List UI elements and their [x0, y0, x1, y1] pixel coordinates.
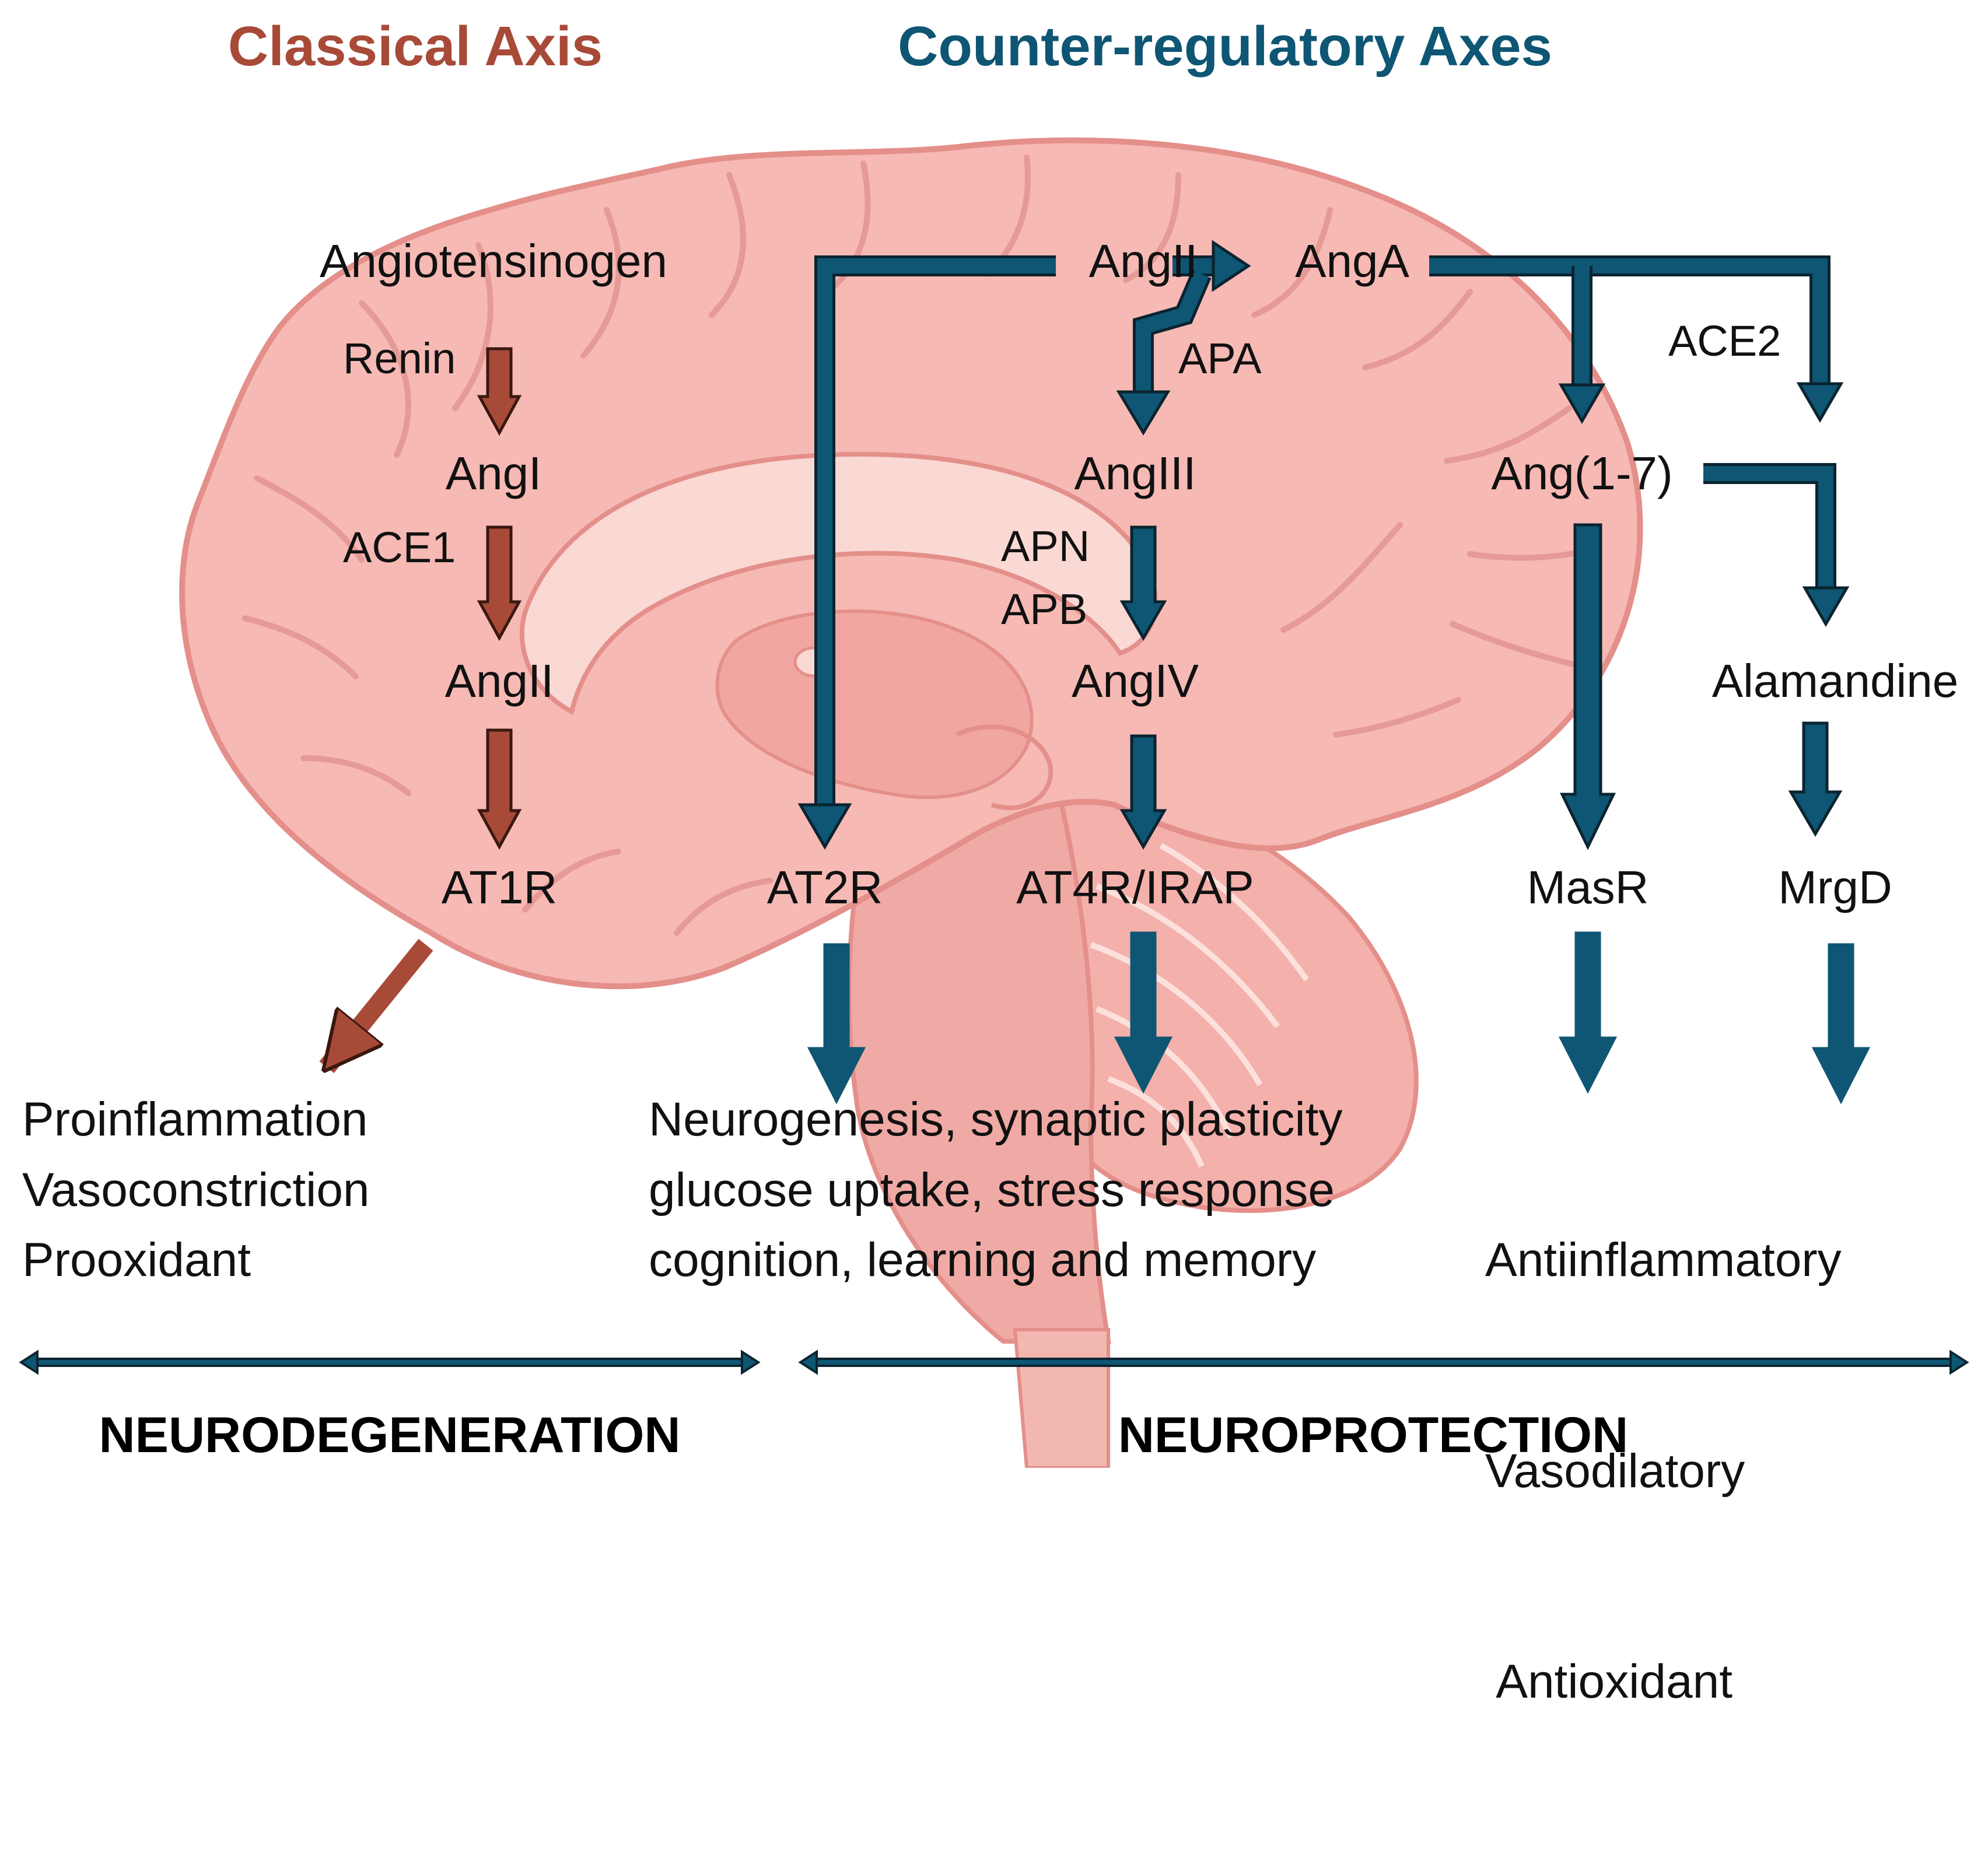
label-neurodegeneration: NEURODEGENERATION: [99, 1407, 681, 1463]
arrow-angi-to-angii: [477, 525, 522, 641]
effects-central: Neurogenesis, synaptic plasticity glucos…: [649, 1085, 1343, 1296]
node-angi: AngI: [445, 447, 542, 499]
arrow-angii-to-angiii-shaft: [1136, 271, 1209, 392]
enzyme-ace2: ACE2: [1668, 317, 1782, 365]
double-headed-arrow-icon-neurodegeneration-right-head: [741, 1349, 761, 1375]
node-masr: MasR: [1527, 861, 1649, 913]
arrow-masr-to-effects: [1558, 931, 1618, 1094]
arrow-at1r-to-effects: [319, 938, 433, 1067]
arrow-angii-to-angiii-head: [1116, 390, 1171, 436]
arrow-angiv-to-at4r: [1119, 734, 1167, 850]
arrow-at4r-to-effects: [1114, 931, 1173, 1094]
arrow-angiii-to-angiv: [1119, 525, 1167, 641]
arrow-at2r-to-effects: [807, 943, 866, 1105]
node-at1r: AT1R: [441, 861, 558, 913]
node-angii-counter: AngII: [1088, 235, 1198, 287]
spinal-cord: [1013, 1328, 1110, 1468]
node-angiv: AngIV: [1072, 655, 1199, 707]
node-angii-classical: AngII: [444, 655, 554, 707]
double-headed-arrow-icon-neuroprotection-right-head: [1950, 1349, 1969, 1375]
arrow-anga-to-ace2-shaft: [1429, 258, 1828, 384]
midbrain: [956, 724, 1054, 811]
header-counter-regulatory-axes: Counter-regulatory Axes: [898, 15, 1552, 78]
node-mrgd: MrgD: [1778, 861, 1892, 913]
effect-item: glucose uptake, stress response: [649, 1163, 1335, 1217]
double-headed-arrow-icon-neuroprotection-left-head: [798, 1349, 818, 1375]
cerebrum: [179, 137, 1643, 990]
header-classical-axis: Classical Axis: [228, 15, 603, 78]
effects-classical: Proinflammation Vasoconstriction Prooxid…: [22, 1085, 370, 1296]
effect-item: Antiinflammatory: [1485, 1233, 1842, 1287]
double-headed-arrow-icon-neurodegeneration-left-head: [19, 1349, 38, 1375]
arrow-ang17-to-alamandine-outline: [1703, 463, 1836, 588]
arrow-angii-to-at2r-head: [797, 803, 852, 850]
effect-item: cognition, learning and memory: [649, 1233, 1317, 1287]
node-ang-1-7: Ang(1-7): [1491, 447, 1673, 499]
label-neuroprotection: NEUROPROTECTION: [1118, 1407, 1629, 1463]
arrow-anga-to-ace2-head: [1796, 382, 1844, 423]
arrow-alamandine-to-mrgd: [1788, 721, 1843, 837]
effect-item: Proinflammation: [22, 1093, 368, 1146]
corpus-callosum: [519, 451, 1158, 715]
effect-item: Neurogenesis, synaptic plasticity: [649, 1093, 1343, 1146]
node-at2r: AT2R: [766, 861, 883, 913]
node-alamandine: Alamandine: [1712, 655, 1959, 707]
arrow-angiotensinogen-to-angi: [477, 347, 522, 436]
effect-item: Antioxidant: [1485, 1655, 1732, 1709]
diagram-artwork: [19, 137, 1969, 1468]
node-angiotensinogen: Angiotensinogen: [319, 235, 668, 287]
node-anga: AngA: [1295, 235, 1409, 287]
enzyme-renin: Renin: [343, 334, 456, 383]
effects-right: Antiinflammatory Vasodilatory Antioxidan…: [1485, 1085, 1842, 1858]
arrow-angii-to-at1r: [477, 728, 522, 850]
brain-sagittal-icon: [179, 137, 1643, 1468]
arrow-ang17-to-alamandine-head: [1802, 586, 1850, 627]
node-angiii: AngIII: [1074, 447, 1196, 499]
arrow-angii-to-at2r-shaft: [817, 258, 1056, 805]
effect-item: Vasoconstriction: [22, 1163, 370, 1217]
arrow-mrgd-to-effects: [1811, 943, 1871, 1105]
enzyme-apb: APB: [1001, 585, 1088, 633]
arrow-anga-to-ang17-head: [1558, 383, 1606, 424]
enzyme-apn: APN: [1001, 522, 1090, 570]
cerebellum-folia: [1090, 843, 1310, 1168]
node-at4r-irap: AT4R/IRAP: [1016, 861, 1254, 913]
enzyme-apa: APA: [1178, 334, 1262, 383]
arrow-angii-to-anga-head: [1212, 240, 1251, 292]
enzyme-ace1: ACE1: [343, 523, 456, 572]
effect-item: Prooxidant: [22, 1233, 251, 1287]
cortex-sulci: [242, 155, 1601, 936]
arrow-ang17-to-alamandine-shaft: [1703, 466, 1833, 588]
arrow-ang17-to-masr: [1559, 523, 1616, 850]
ras-brain-diagram: Classical Axis Counter-regulatory Axes A…: [19, 15, 1969, 1708]
